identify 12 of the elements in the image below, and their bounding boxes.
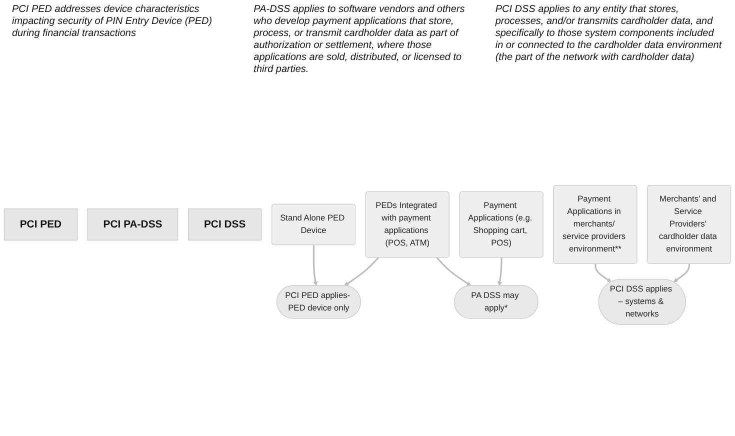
arrow xyxy=(594,264,612,282)
description-text: PA-DSS applies to software vendors and others who develop payment applications that store, process, or transmit cardholder data as part of authorization or settlement, where those applications are sold, distributed, or licensed to third parties. xyxy=(254,4,466,77)
arrow xyxy=(312,245,318,286)
node-box: PCI PED xyxy=(4,208,78,240)
arrow xyxy=(344,257,380,286)
description-text: PCI DSS applies to any entity that stores, processes, and/or transmits cardholder data, and specifically to those system components included in or connected to the cardholder data environment (the part of the network with cardholder data) xyxy=(495,4,723,65)
description-text: PCI PED addresses device characteristics impacting security of PIN Entry Device (PED) during financial transactions xyxy=(12,4,214,41)
arrow xyxy=(673,264,690,282)
arrow xyxy=(498,258,502,286)
arrow xyxy=(436,257,472,286)
node-box: PCI DSS xyxy=(188,208,262,240)
node-box: PCI PA-DSS xyxy=(87,208,178,240)
